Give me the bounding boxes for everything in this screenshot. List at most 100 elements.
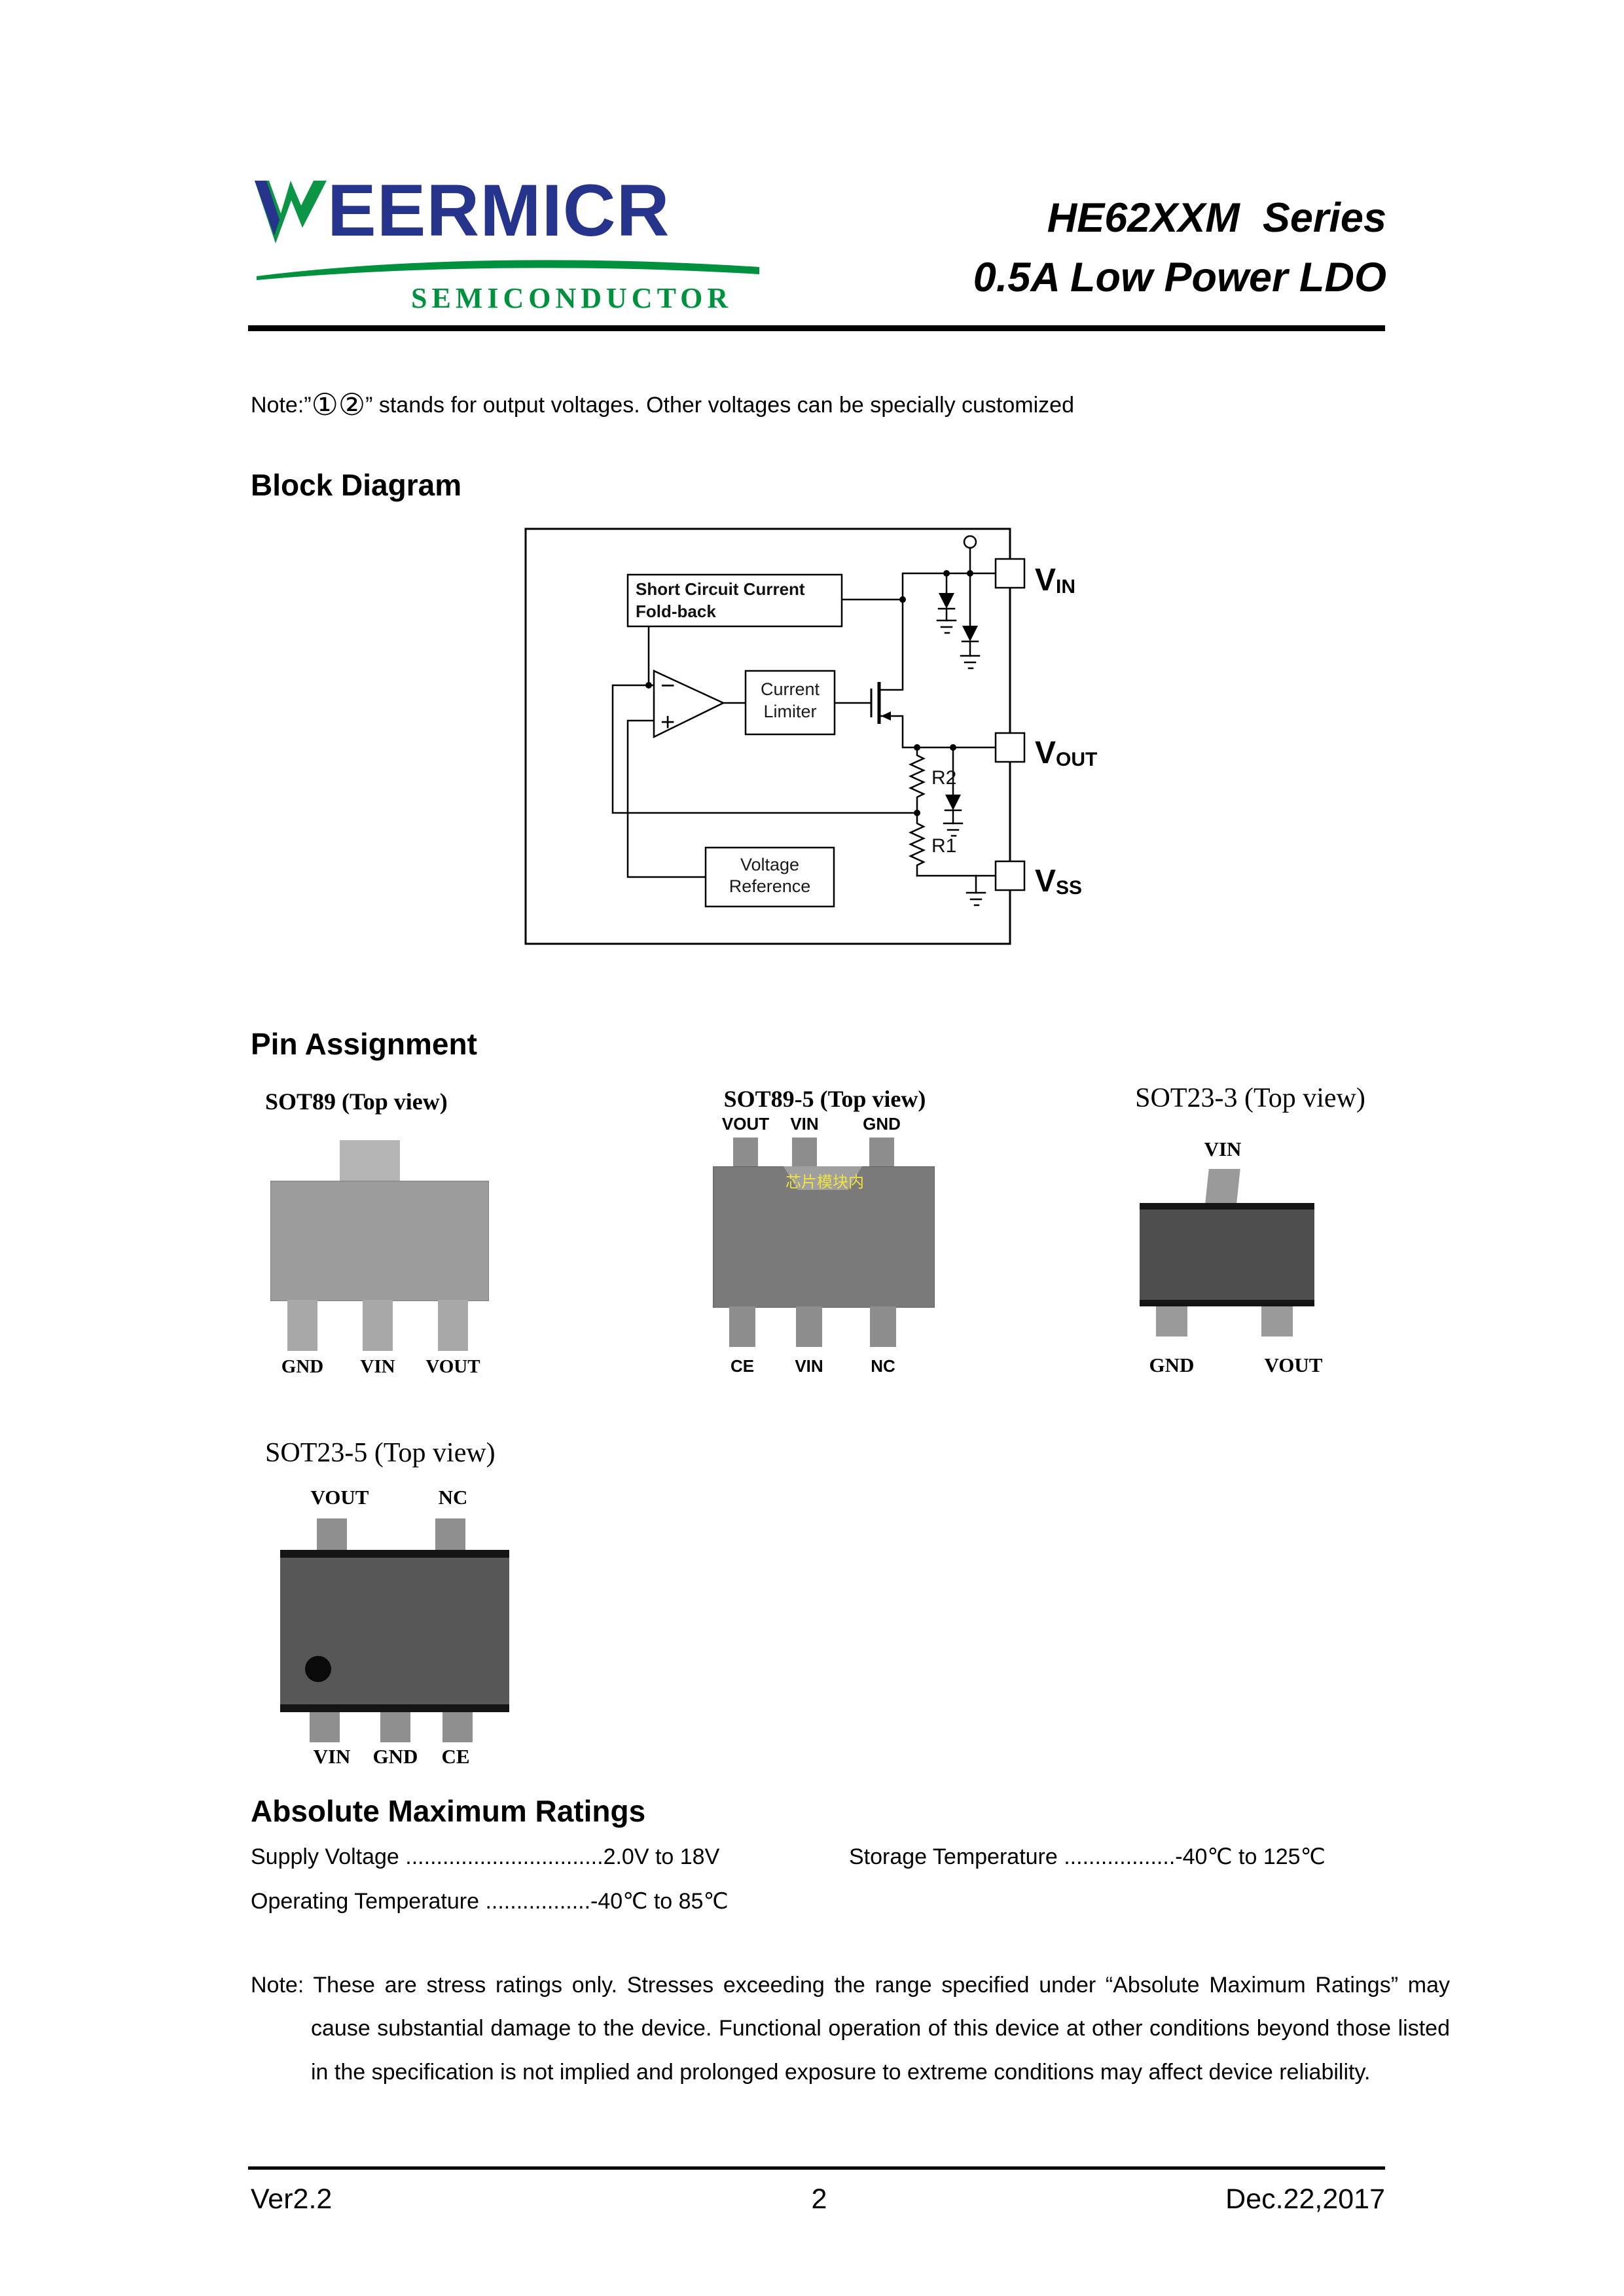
sot89-5-pin-label-nc: NC	[871, 1356, 895, 1376]
logo-mark-icon	[255, 181, 327, 243]
sot23-5-pin1-dot	[305, 1656, 331, 1682]
storage-temperature-rating: Storage Temperature ..................-4…	[849, 1844, 1326, 1869]
sot89-5-bottom-pin-2	[796, 1306, 822, 1347]
sot23-3-pin-label-gnd: GND	[1149, 1354, 1195, 1376]
footer-page-number: 2	[811, 2183, 827, 2215]
sot89-leg-3	[438, 1300, 468, 1351]
vout-pin-label: VOUT	[1035, 736, 1097, 770]
reference-wire	[626, 719, 707, 878]
sot89-body	[270, 1181, 489, 1301]
esd-diode-b	[960, 572, 981, 670]
sot89-title: SOT89 (Top view)	[265, 1088, 448, 1115]
note-suffix: ” stands for output voltages. Other volt…	[365, 393, 1074, 418]
block-diagram-svg: R2 R1 − +	[524, 528, 1097, 945]
doc-title-product: 0.5A Low Power LDO	[973, 255, 1386, 301]
sot89-5-bottom-pin-3	[870, 1306, 896, 1347]
sot89-5-top-pin-3	[869, 1138, 894, 1166]
pin-assignment-heading: Pin Assignment	[251, 1027, 477, 1061]
sot23-3-top-label-vin: VIN	[1204, 1138, 1242, 1160]
opamp-minus-label: −	[660, 672, 675, 700]
vss-pin-pad	[994, 860, 1026, 891]
vss-ground	[965, 874, 986, 906]
sot23-5-top-label-nc: NC	[438, 1486, 468, 1509]
sot89-5-title: SOT89-5 (Top view)	[723, 1086, 926, 1112]
sot23-5-bottom-pin-3	[442, 1712, 473, 1742]
sot23-5-bottom-pin-1	[310, 1712, 340, 1742]
sot89-pin-label-vin: VIN	[360, 1356, 395, 1377]
voltage-reference-block: Voltage Reference	[704, 846, 835, 908]
esd-diode-a	[936, 572, 957, 634]
vout-rail-wire	[878, 715, 997, 749]
sot23-5-top-pin-2	[435, 1518, 465, 1550]
abs-max-heading: Absolute Maximum Ratings	[251, 1794, 646, 1828]
sot89-pin-label-vout: VOUT	[425, 1356, 480, 1377]
sot23-5-top-pin-1	[317, 1518, 347, 1550]
sot23-5-top-label-vout: VOUT	[310, 1486, 369, 1509]
swoosh-icon	[257, 260, 759, 280]
sot89-5-top-label-gnd: GND	[863, 1114, 901, 1134]
sot23-5-title: SOT23-5 (Top view)	[265, 1438, 496, 1468]
stress-ratings-note: Note: These are stress ratings only. Str…	[251, 1973, 1450, 2085]
sot23-5-pin-label-vin: VIN	[313, 1745, 351, 1768]
cl-label-line2: Limiter	[763, 702, 816, 721]
block-diagram-heading: Block Diagram	[251, 468, 462, 502]
sot89-leg-1	[287, 1300, 317, 1351]
brand-logo-mark	[251, 175, 329, 247]
sot89-5-watermark: 芯片模块内	[785, 1174, 864, 1191]
sot23-5-bottom-pin-2	[380, 1712, 410, 1742]
sot89-5-bottom-pin-1	[729, 1306, 755, 1347]
scc-label-line2: Fold-back	[636, 601, 716, 621]
brand-name: EERMICR	[327, 170, 670, 251]
current-limiter-block: Current Limiter	[744, 670, 836, 736]
doc-title-block: HE62XXM Series 0.5A Low Power LDO	[772, 188, 1386, 308]
sot23-5-pin-label-ce: CE	[441, 1745, 470, 1768]
sot89-5-top-pin-2	[792, 1138, 817, 1166]
sot23-5-body	[280, 1550, 509, 1712]
block-diagram: R2 R1 − +	[524, 528, 1146, 946]
junction-dots	[645, 570, 973, 816]
sot89-5-top-label-vin: VIN	[790, 1114, 819, 1134]
cl-label-line1: Current	[761, 679, 820, 699]
sot89-5-top-label-vout: VOUT	[721, 1114, 770, 1134]
vin-rail-wire	[878, 572, 997, 691]
brand-subtitle: SEMICONDUCTOR	[411, 282, 733, 314]
error-amplifier: − +	[653, 670, 725, 739]
sot89-leg-2	[363, 1300, 393, 1351]
r2-label: R2	[931, 767, 956, 789]
sot23-3-pin-label-vout: VOUT	[1264, 1354, 1323, 1376]
top-terminal	[963, 535, 977, 575]
vout-pin-pad	[994, 732, 1026, 763]
output-voltage-note: Note:”①②” stands for output voltages. Ot…	[251, 389, 1396, 422]
sot23-3-top-pin	[1205, 1169, 1240, 1203]
sot23-3-bottom-pin-2	[1261, 1306, 1293, 1336]
vr-label-line2: Reference	[729, 876, 811, 896]
sot89-pin-label-gnd: GND	[281, 1356, 324, 1377]
supply-voltage-rating: Supply Voltage .........................…	[251, 1844, 720, 1869]
sot89-5-tab	[784, 1166, 862, 1190]
sot23-3-body	[1140, 1203, 1314, 1306]
sot89-5-body	[713, 1166, 935, 1308]
footer-version: Ver2.2	[251, 2183, 333, 2215]
vss-pin-label: VSS	[1035, 864, 1082, 899]
opamp-plus-label: +	[660, 709, 675, 736]
sot23-3-bottom-pin-1	[1156, 1306, 1187, 1336]
vin-pin-pad	[994, 558, 1026, 589]
scc-label-line1: Short Circuit Current	[636, 579, 805, 599]
short-circuit-foldback-block: Short Circuit Current Fold-back	[626, 573, 843, 628]
mosfet-symbol	[833, 682, 881, 724]
sot89-5-pin-label-ce: CE	[730, 1356, 755, 1376]
footer-rule	[248, 2166, 1385, 2170]
vin-pin-label: VIN	[1035, 563, 1075, 598]
operating-temperature-rating: Operating Temperature .................-…	[251, 1889, 729, 1914]
header-rule	[248, 325, 1385, 331]
brand-swoosh	[257, 257, 761, 280]
mosfet-arrow	[881, 711, 891, 721]
note-prefix: Note:”	[251, 393, 312, 418]
doc-title-series: HE62XXM Series	[1047, 195, 1386, 241]
output-diode	[943, 746, 964, 837]
footer-date: Dec.22,2017	[1225, 2183, 1385, 2215]
sot23-3-title: SOT23-3 (Top view)	[1135, 1083, 1365, 1113]
vr-label-line1: Voltage	[740, 855, 799, 874]
sot23-5-pin-label-gnd: GND	[372, 1745, 418, 1768]
